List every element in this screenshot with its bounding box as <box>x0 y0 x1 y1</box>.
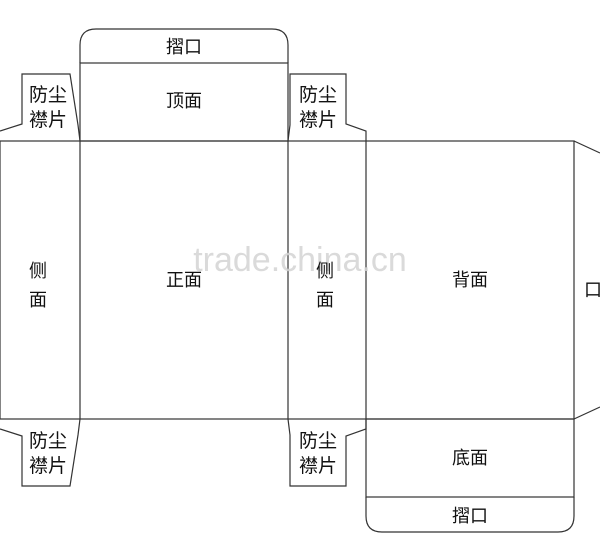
dust-flap-top-right <box>287 73 367 142</box>
label-bottom-face: 底面 <box>452 448 488 469</box>
label-dust-flap-bl-line2: 襟片 <box>29 455 67 477</box>
label-bottom-tuck-flap: 摺口 <box>452 506 488 527</box>
label-right-side-line2: 面 <box>316 290 334 311</box>
top-tuck-flap <box>79 28 289 63</box>
label-front-face: 正面 <box>166 270 202 291</box>
label-top-face: 顶面 <box>166 91 202 112</box>
glue-tab <box>573 140 600 420</box>
label-edge-cut: 口 <box>584 280 600 301</box>
dieline-outlines <box>0 28 600 533</box>
bottom-face-panel <box>365 418 575 498</box>
label-dust-flap-tr-line2: 襟片 <box>299 109 337 131</box>
label-left-side-line2: 面 <box>29 290 47 311</box>
label-back-face: 背面 <box>452 270 488 291</box>
label-top-tuck-flap: 摺口 <box>166 37 202 58</box>
label-dust-flap-bl-line1: 防尘 <box>29 430 67 452</box>
label-dust-flap-br-line1: 防尘 <box>299 430 337 452</box>
dust-flap-bottom-left <box>0 418 81 487</box>
label-dust-flap-tl-line2: 襟片 <box>29 109 67 131</box>
body-outline <box>0 140 575 420</box>
watermark-text: trade.china.cn <box>193 241 407 279</box>
dust-flap-top-left <box>0 73 81 142</box>
label-dust-flap-br-line2: 襟片 <box>299 455 337 477</box>
label-right-side-line1: 侧 <box>316 261 334 282</box>
label-dust-flap-tl-line1: 防尘 <box>29 84 67 106</box>
label-dust-flap-tr-line1: 防尘 <box>299 84 337 106</box>
bottom-tuck-flap <box>365 497 575 533</box>
label-left-side-line1: 侧 <box>29 261 47 282</box>
